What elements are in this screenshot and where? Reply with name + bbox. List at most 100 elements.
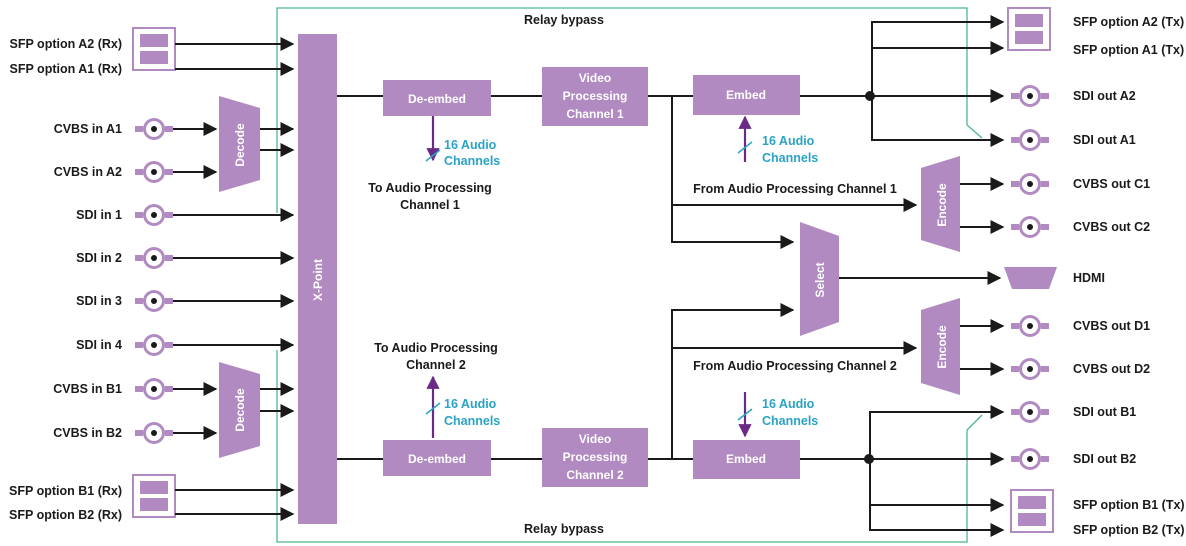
sfp-tx-b-connector [1010,489,1054,533]
deembed-label-2: De-embed [408,452,466,466]
output-label-sdi-b1: SDI out B1 [1073,405,1136,419]
relay-bypass-label-top: Relay bypass [524,13,604,27]
input-label-sfp-b2-rx: SFP option B2 (Rx) [9,508,122,522]
input-label-sdi-1: SDI in 1 [76,208,122,222]
sfp-rx-a-connector [132,27,176,71]
bnc-connector-sdi-out-b1 [1011,401,1049,423]
input-label-sdi-3: SDI in 3 [76,294,122,308]
audio-channels-2-line-1: 16 Audio [762,134,815,148]
output-label-sfp-b2-tx: SFP option B2 (Tx) [1073,523,1185,537]
output-label-sfp-a1-tx: SFP option A1 (Tx) [1073,43,1184,57]
to-audio-processing-2-line-2: Channel 2 [406,358,466,372]
hdmi-connector [1004,267,1057,289]
bnc-connector-sdi-out-a2 [1011,85,1049,107]
embed-label-1: Embed [726,88,766,102]
video-processing-2-line-2: Processing [563,450,628,464]
bnc-connector-cvbs-b2 [135,422,173,444]
output-label-sdi-a2: SDI out A2 [1073,89,1136,103]
video-processing-1-line-2: Processing [563,89,628,103]
decode-label-a: Decode [233,123,247,167]
encode-block-d [921,298,960,395]
output-label-hdmi: HDMI [1073,271,1105,285]
sfp-rx-b-connector [132,474,176,518]
audio-channels-3-line-2: Channels [444,414,500,428]
relay-bypass-label-bottom: Relay bypass [524,522,604,536]
video-processing-2-line-3: Channel 2 [566,468,624,482]
deembed-block-2 [383,440,491,476]
output-label-cvbs-c2: CVBS out C2 [1073,220,1150,234]
bnc-connector-cvbs-out-c2 [1011,216,1049,238]
input-label-cvbs-b2: CVBS in B2 [53,426,122,440]
bnc-connector-cvbs-out-c1 [1011,173,1049,195]
deembed-block-1 [383,80,491,116]
audio-channels-4-line-2: Channels [762,414,818,428]
encode-label-d: Encode [935,325,949,369]
input-label-sfp-a2-rx: SFP option A2 (Rx) [10,37,123,51]
bnc-connector-sdi-2 [135,247,173,269]
output-label-sdi-b2: SDI out B2 [1073,452,1136,466]
from-audio-processing-2: From Audio Processing Channel 2 [693,359,897,373]
audio-channels-3-line-1: 16 Audio [444,397,497,411]
encode-label-c: Encode [935,183,949,227]
audio-bus-slash-1 [425,149,441,162]
bnc-connector-cvbs-b1 [135,378,173,400]
embed-block-1 [693,75,800,115]
input-label-sfp-b1-rx: SFP option B1 (Rx) [9,484,122,498]
output-label-cvbs-d1: CVBS out D1 [1073,319,1150,333]
from-audio-processing-1: From Audio Processing Channel 1 [693,182,897,196]
input-label-sfp-a1-rx: SFP option A1 (Rx) [10,62,123,76]
bnc-connector-sdi-1 [135,204,173,226]
output-label-cvbs-c1: CVBS out C1 [1073,177,1150,191]
audio-bus-slash-2 [737,141,753,154]
to-audio-processing-1-line-2: Channel 1 [400,198,460,212]
video-processing-block-1 [542,67,648,126]
bnc-connector-sdi-out-a1 [1011,129,1049,151]
audio-bus-slash-4 [737,408,753,421]
bnc-connector-sdi-3 [135,290,173,312]
xpoint-label: X-Point [311,259,325,301]
select-block [800,222,839,336]
decode-block-a [219,96,260,192]
audio-channels-1-line-2: Channels [444,154,500,168]
output-label-sdi-a1: SDI out A1 [1073,133,1136,147]
junction-dot-b [864,454,874,464]
relay-bypass-outline [276,7,983,543]
input-label-cvbs-b1: CVBS in B1 [53,382,122,396]
decode-block-b [219,362,260,458]
embed-label-2: Embed [726,452,766,466]
output-label-sfp-b1-tx: SFP option B1 (Tx) [1073,498,1185,512]
xpoint-block [298,34,337,524]
video-processing-2-line-1: Video [579,432,611,446]
audio-channels-4-line-1: 16 Audio [762,397,815,411]
input-label-cvbs-a1: CVBS in A1 [54,122,122,136]
output-label-cvbs-d2: CVBS out D2 [1073,362,1150,376]
bnc-connector-cvbs-a1 [135,118,173,140]
output-label-sfp-a2-tx: SFP option A2 (Tx) [1073,15,1184,29]
to-audio-processing-2-line-1: To Audio Processing [374,341,498,355]
bnc-connector-cvbs-a2 [135,161,173,183]
bnc-connector-sdi-4 [135,334,173,356]
bnc-connector-cvbs-out-d1 [1011,315,1049,337]
audio-channels-2-line-2: Channels [762,151,818,165]
input-label-sdi-4: SDI in 4 [76,338,122,352]
embed-block-2 [693,440,800,479]
video-processing-1-line-1: Video [579,71,611,85]
bnc-connector-sdi-out-b2 [1011,448,1049,470]
deembed-label-1: De-embed [408,92,466,106]
main-path-wires [337,15,1005,537]
to-audio-processing-1-line-1: To Audio Processing [368,181,492,195]
sfp-tx-a-connector [1007,7,1051,51]
input-wires [173,37,295,521]
junction-dot-a [865,91,875,101]
audio-bus-slash-3 [425,402,441,415]
audio-channels-1-line-1: 16 Audio [444,138,497,152]
video-processing-1-line-3: Channel 1 [566,107,624,121]
encode-block-c [921,156,960,252]
input-label-sdi-2: SDI in 2 [76,251,122,265]
bnc-connector-cvbs-out-d2 [1011,358,1049,380]
select-label: Select [813,262,827,297]
input-label-cvbs-a2: CVBS in A2 [54,165,122,179]
video-processing-block-2 [542,428,648,487]
decode-label-b: Decode [233,388,247,432]
